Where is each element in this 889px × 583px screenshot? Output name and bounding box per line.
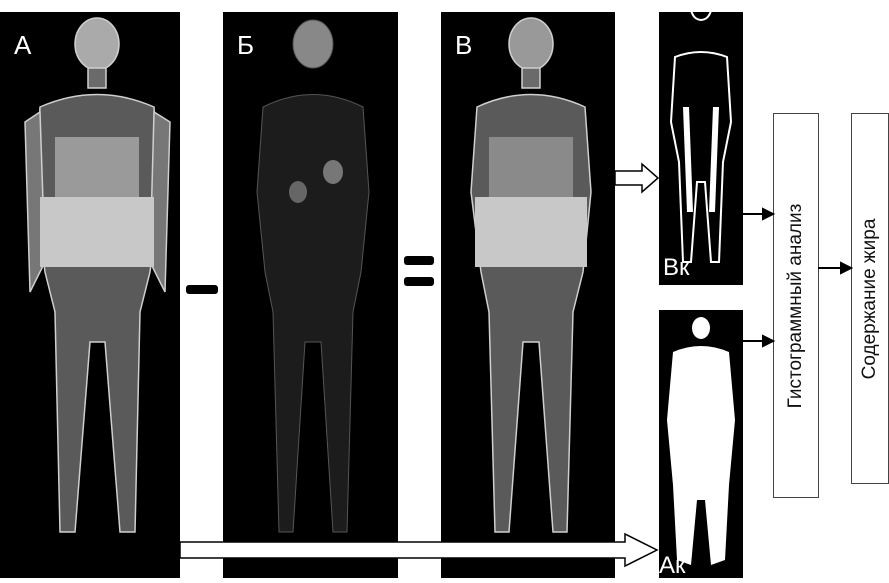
arrow-icon bbox=[743, 209, 773, 219]
hollow-arrow-icon bbox=[180, 534, 657, 566]
arrow-icon bbox=[743, 336, 773, 346]
hollow-arrow-icon bbox=[615, 164, 658, 192]
arrow-icon bbox=[818, 263, 851, 273]
